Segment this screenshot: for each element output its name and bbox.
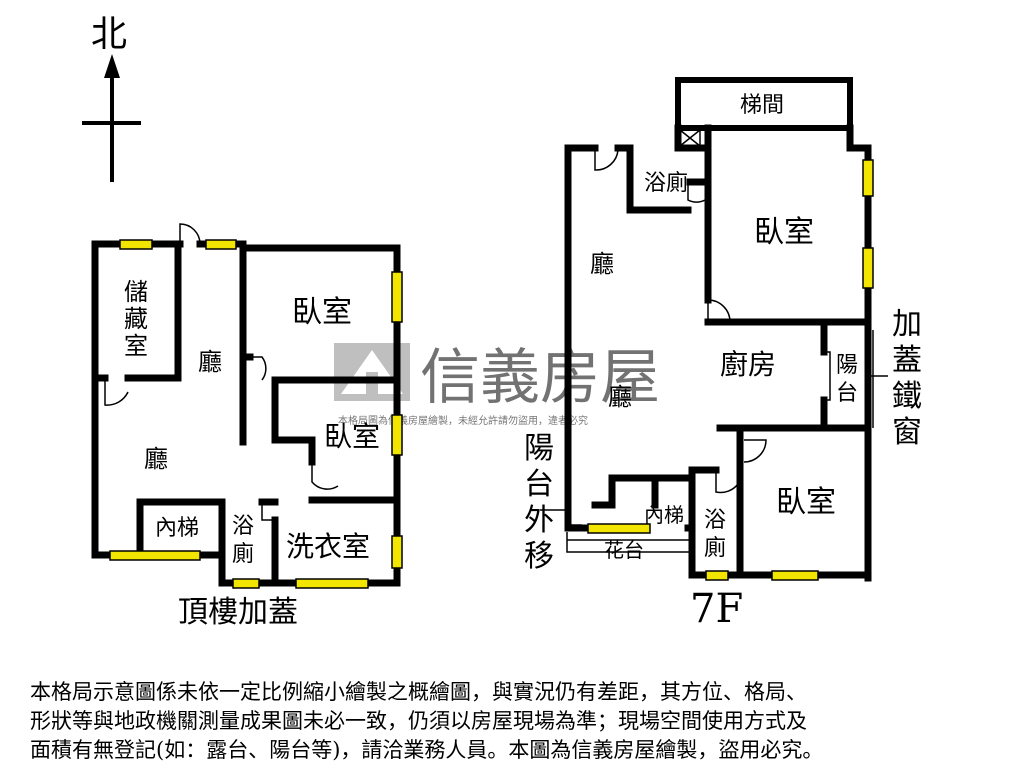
door-swings <box>104 223 339 521</box>
disclaimer-line: 本格局示意圖係未依一定比例縮小繪製之概繪圖，與實況仍有差距，其方位、格局、 <box>30 680 807 704</box>
svg-text:蓋: 蓋 <box>892 343 922 378</box>
svg-text:外: 外 <box>524 503 554 538</box>
north-arrow-icon <box>104 54 120 78</box>
disclaimer-line: 面積有無登記(如：露台、陽台等)，請洽業務人員。本圖為信義房屋繪製，盜用必究。 <box>30 738 824 762</box>
north-compass: 北 <box>82 14 141 182</box>
room-stairwell: 梯間 <box>740 93 784 118</box>
room-living-lower: 廳 <box>144 445 168 473</box>
room-bedroom-a: 臥室 <box>292 295 352 330</box>
svg-text:窗: 窗 <box>892 415 922 450</box>
room-bath: 浴 <box>704 508 726 533</box>
windows <box>109 239 403 589</box>
svg-text:台: 台 <box>524 467 554 502</box>
windows <box>587 159 874 581</box>
room-bedroom-top: 臥室 <box>754 215 814 250</box>
disclaimer-line: 形狀等與地政機關測量成果圖未必一致，仍須以房屋現場為準；現場空間使用方式及 <box>30 709 807 733</box>
svg-text:陽: 陽 <box>524 431 554 466</box>
room-inner-stair: 內梯 <box>644 503 684 527</box>
room-balcony: 台 <box>836 381 858 406</box>
caption-seventh: 7F <box>690 586 743 632</box>
room-kitchen: 廚房 <box>720 348 776 381</box>
room-storage: 儲 <box>124 278 148 306</box>
room-bath-top: 浴廁 <box>644 171 688 196</box>
note-balcony-moved: 陽 台 外 移 <box>524 431 554 574</box>
room-living-upper: 廳 <box>198 348 222 376</box>
room-inner-stair: 內梯 <box>155 516 199 541</box>
thin-outlines <box>540 129 888 553</box>
svg-text:移: 移 <box>524 539 554 574</box>
svg-text:鐵: 鐵 <box>892 379 922 414</box>
room-balcony: 陽 <box>836 353 858 378</box>
watermark-brand: 信義房屋 <box>420 343 660 413</box>
door-swings <box>594 148 831 494</box>
floor-plan-diagram: 信義房屋 本格局圖為信義房屋繪製，未經允許請勿盜用，違者必究 北 <box>82 14 922 632</box>
seventh-floor-plan: 梯間 浴廁 臥室 廳 廳 廚房 陽 台 臥室 內梯 花台 浴 廁 加 蓋 鐵 窗… <box>524 77 922 632</box>
disclaimer: 本格局示意圖係未依一定比例縮小繪製之概繪圖，與實況仍有差距，其方位、格局、 形狀… <box>30 678 1010 765</box>
room-bedroom-bottom: 臥室 <box>776 485 836 520</box>
note-iron-window: 加 蓋 鐵 窗 <box>892 307 922 450</box>
room-living-lower: 廳 <box>608 383 632 411</box>
room-bedroom-b: 臥室 <box>324 420 380 453</box>
room-laundry: 洗衣室 <box>286 530 370 563</box>
roof-addition-plan: 儲 藏 室 廳 廳 臥室 臥室 內梯 浴 廁 洗衣室 頂樓加蓋 <box>91 223 403 630</box>
room-planter: 花台 <box>604 538 644 562</box>
north-label: 北 <box>91 14 127 55</box>
room-storage: 室 <box>124 332 148 360</box>
room-living-upper: 廳 <box>590 250 614 278</box>
room-bath: 廁 <box>232 542 254 567</box>
room-bath: 廁 <box>704 536 726 561</box>
caption-roof: 頂樓加蓋 <box>178 595 298 630</box>
svg-text:加: 加 <box>892 307 922 342</box>
room-bath: 浴 <box>232 514 254 539</box>
room-storage: 藏 <box>124 305 148 333</box>
